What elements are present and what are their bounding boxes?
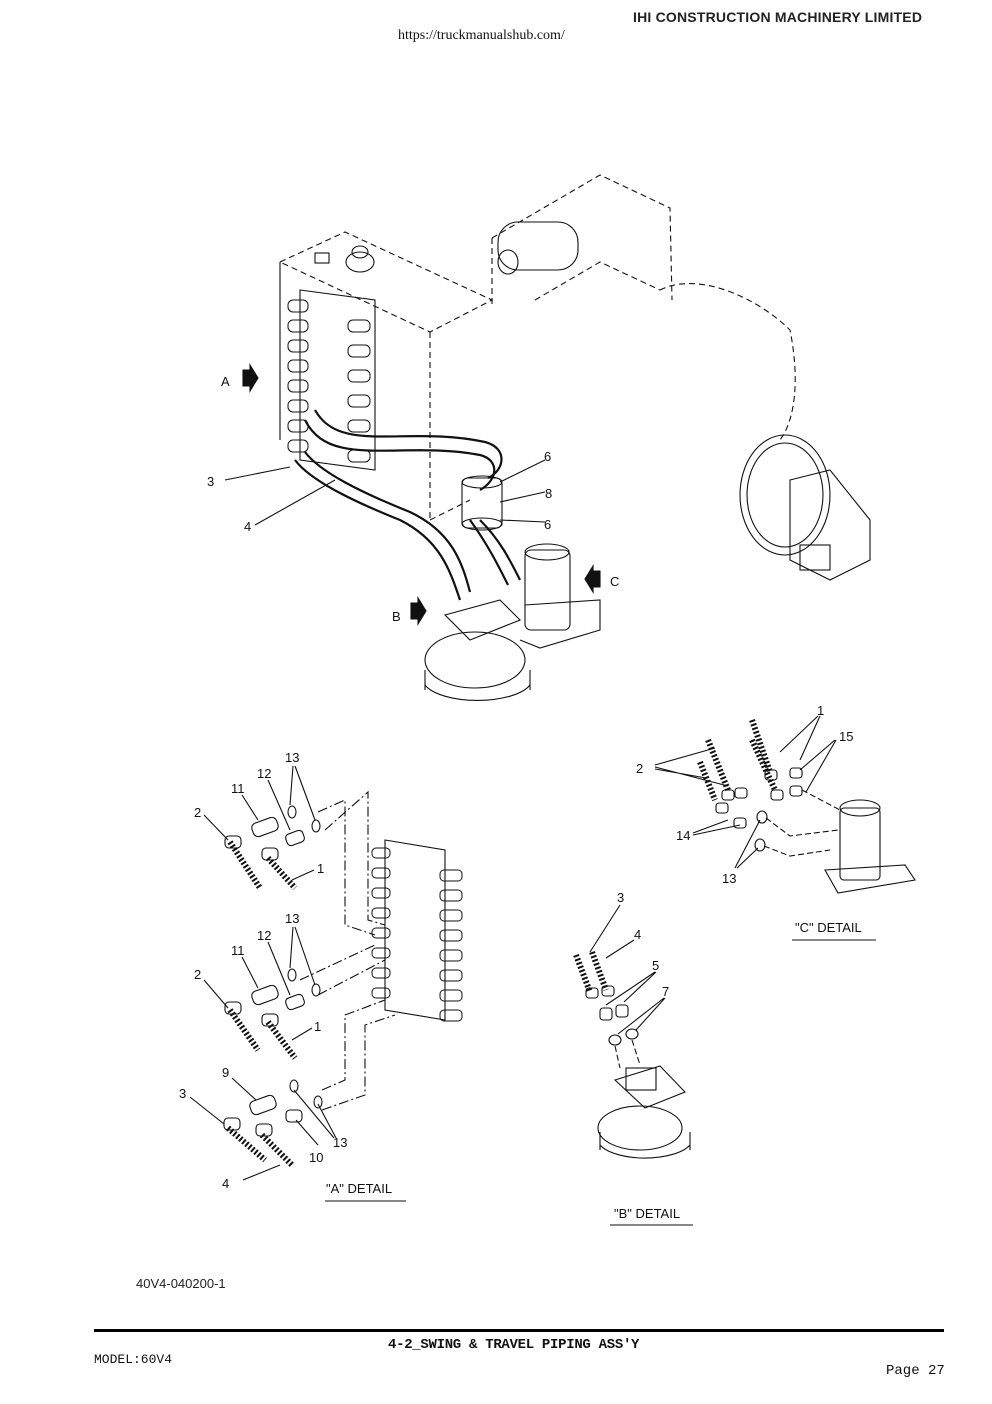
view-arrow-b-label: B — [392, 609, 401, 624]
model-label: MODEL:60V4 — [94, 1352, 173, 1367]
detail-c-labels: 1 15 2 14 13 — [636, 703, 853, 886]
callout-4: 4 — [244, 519, 251, 534]
svg-text:13: 13 — [722, 871, 736, 886]
callout-6-upper: 6 — [544, 449, 551, 464]
svg-text:7: 7 — [662, 984, 669, 999]
detail-b-drawing — [573, 904, 691, 1159]
view-arrow-c-label: C — [610, 574, 619, 589]
svg-text:2: 2 — [636, 761, 643, 776]
page-title: 4-2_SWING & TRAVEL PIPING ASS'Y — [388, 1337, 640, 1353]
svg-text:12: 12 — [257, 928, 271, 943]
drawing-number: 40V4-040200-1 — [136, 1276, 226, 1291]
svg-text:14: 14 — [676, 828, 690, 843]
detail-c-caption: "C" DETAIL — [795, 920, 862, 935]
svg-text:11: 11 — [231, 943, 245, 958]
svg-text:4: 4 — [634, 927, 641, 942]
svg-text:3: 3 — [617, 890, 624, 905]
svg-text:13: 13 — [285, 911, 299, 926]
svg-text:13: 13 — [285, 750, 299, 765]
svg-text:13: 13 — [333, 1135, 347, 1150]
detail-a-labels: 13 12 11 2 1 13 12 11 2 1 9 3 13 10 4 — [179, 750, 347, 1191]
detail-b-labels: 3 4 5 7 — [617, 890, 669, 999]
detail-a-caption: "A" DETAIL — [326, 1181, 393, 1196]
svg-text:2: 2 — [194, 805, 201, 820]
detail-c-drawing — [654, 715, 916, 894]
svg-text:2: 2 — [194, 967, 201, 982]
svg-text:12: 12 — [257, 766, 271, 781]
svg-text:1: 1 — [817, 703, 824, 718]
footer-rule — [94, 1329, 944, 1332]
detail-a-drawing — [189, 765, 463, 1181]
view-arrow-a-label: A — [221, 374, 230, 389]
source-url[interactable]: https://truckmanualshub.com/ — [398, 28, 565, 43]
page-number: Page 27 — [886, 1363, 945, 1379]
svg-text:1: 1 — [314, 1019, 321, 1034]
main-assembly-view — [224, 174, 871, 701]
svg-text:3: 3 — [179, 1086, 186, 1101]
callout-3: 3 — [207, 474, 214, 489]
detail-b-caption: "B" DETAIL — [614, 1206, 681, 1221]
svg-text:5: 5 — [652, 958, 659, 973]
callout-8: 8 — [545, 486, 552, 501]
main-view-labels: A B C 6 8 6 3 4 — [207, 374, 619, 624]
svg-text:4: 4 — [222, 1176, 229, 1191]
callout-6-lower: 6 — [544, 517, 551, 532]
svg-text:9: 9 — [222, 1065, 229, 1080]
brand-name: IHI CONSTRUCTION MACHINERY LIMITED — [633, 9, 923, 25]
svg-text:15: 15 — [839, 729, 853, 744]
svg-text:11: 11 — [231, 781, 245, 796]
svg-text:1: 1 — [317, 861, 324, 876]
svg-text:10: 10 — [309, 1150, 323, 1165]
